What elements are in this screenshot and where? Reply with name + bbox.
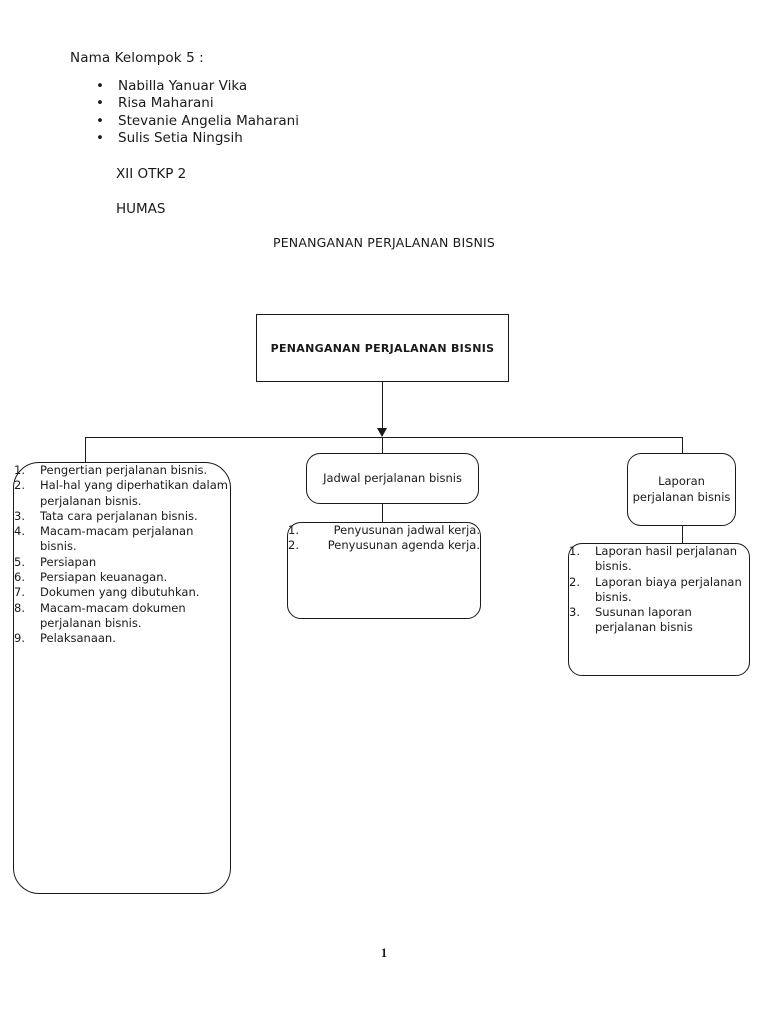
- list-item: • Stevanie Angelia Maharani: [90, 113, 510, 130]
- connector-middle-category-to-detail: [381, 503, 383, 523]
- connector-bus-horizontal: [85, 437, 683, 439]
- item-text: Penyusunan jadwal kerja.: [333, 523, 480, 537]
- right-branch-list: 1. Laporan hasil perjalanan bisnis. 2. L…: [569, 544, 749, 636]
- left-branch-detail-node: 1. Pengertian perjalanan bisnis. 2. Hal-…: [13, 462, 231, 894]
- connector-root-vertical: [381, 382, 383, 430]
- item-number: 1.: [569, 544, 580, 558]
- bullet-icon: •: [96, 112, 104, 129]
- list-item: 2. Hal-hal yang diperhatikan dalam perja…: [14, 478, 230, 509]
- item-text: Laporan biaya perjalanan bisnis.: [595, 574, 742, 604]
- subject-label: HUMAS: [116, 201, 166, 217]
- connector-right-category-to-detail: [681, 525, 683, 544]
- item-number: 7.: [14, 585, 25, 600]
- item-text: Susunan laporan perjalanan bisnis: [595, 605, 693, 635]
- member-name: Sulis Setia Ningsih: [118, 130, 243, 147]
- list-item: 4. Macam-macam perjalanan bisnis.: [14, 524, 230, 555]
- connector-middle-drop: [381, 437, 383, 454]
- item-text: Dokumen yang dibutuhkan.: [40, 585, 200, 600]
- list-item: 2. Penyusunan agenda kerja.: [288, 538, 480, 553]
- flowchart-root-node: PENANGANAN PERJALANAN BISNIS: [256, 314, 509, 382]
- list-item: 8. Macam-macam dokumen perjalanan bisnis…: [14, 601, 230, 632]
- list-item: • Nabilla Yanuar Vika: [90, 78, 510, 95]
- right-branch-category-label: Laporan perjalanan bisnis: [632, 474, 731, 504]
- item-number: 9.: [14, 631, 25, 646]
- item-number: 5.: [14, 554, 25, 569]
- item-text: Penyusunan agenda kerja.: [327, 538, 480, 553]
- item-number: 4.: [14, 524, 25, 539]
- middle-branch-category-label: Jadwal perjalanan bisnis: [323, 470, 462, 485]
- item-text: Tata cara perjalanan bisnis.: [40, 508, 198, 523]
- bullet-icon: •: [96, 78, 104, 94]
- list-item: 1. Penyusunan jadwal kerja.: [288, 523, 480, 538]
- list-item: 2. Laporan biaya perjalanan bisnis.: [569, 575, 749, 606]
- item-number: 2.: [14, 478, 25, 493]
- list-item: • Risa Maharani: [90, 95, 510, 112]
- page-number: 1: [380, 946, 388, 960]
- item-number: 8.: [14, 600, 25, 615]
- list-item: 1. Pengertian perjalanan bisnis.: [14, 463, 230, 478]
- item-number: 6.: [14, 570, 25, 585]
- list-item: 3. Susunan laporan perjalanan bisnis: [569, 605, 749, 636]
- item-text: Laporan hasil perjalanan bisnis.: [595, 544, 738, 574]
- left-branch-list: 1. Pengertian perjalanan bisnis. 2. Hal-…: [14, 463, 230, 647]
- item-number: 3.: [14, 508, 25, 523]
- item-text: Macam-macam dokumen perjalanan bisnis.: [40, 600, 186, 630]
- item-number: 3.: [569, 605, 580, 620]
- middle-branch-list: 1. Penyusunan jadwal kerja. 2. Penyusuna…: [288, 523, 480, 554]
- right-branch-category-node: Laporan perjalanan bisnis: [627, 453, 736, 526]
- middle-branch-detail-node: 1. Penyusunan jadwal kerja. 2. Penyusuna…: [287, 522, 481, 619]
- list-item: 9. Pelaksanaan.: [14, 631, 230, 646]
- item-text: Macam-macam perjalanan bisnis.: [40, 524, 194, 554]
- arrowhead-icon: [377, 428, 387, 437]
- list-item: 7. Dokumen yang dibutuhkan.: [14, 585, 230, 600]
- right-branch-detail-node: 1. Laporan hasil perjalanan bisnis. 2. L…: [568, 543, 750, 676]
- list-item: • Sulis Setia Ningsih: [90, 130, 510, 147]
- list-item: 6. Persiapan keuanagan.: [14, 570, 230, 585]
- item-number: 2.: [569, 574, 580, 589]
- member-list: • Nabilla Yanuar Vika • Risa Maharani • …: [90, 78, 510, 148]
- member-name: Nabilla Yanuar Vika: [118, 78, 248, 94]
- item-text: Hal-hal yang diperhatikan dalam perjalan…: [40, 478, 228, 508]
- list-item: 3. Tata cara perjalanan bisnis.: [14, 509, 230, 524]
- member-name: Stevanie Angelia Maharani: [118, 112, 299, 129]
- bullet-icon: •: [96, 130, 104, 147]
- item-number: 2.: [288, 538, 299, 553]
- connector-right-drop: [681, 437, 683, 454]
- connector-left-drop: [85, 437, 87, 464]
- item-text: Persiapan: [40, 554, 97, 569]
- item-text: Pengertian perjalanan bisnis.: [40, 463, 208, 477]
- item-number: 1.: [288, 523, 299, 537]
- middle-branch-category-node: Jadwal perjalanan bisnis: [306, 453, 479, 504]
- list-item: 5. Persiapan: [14, 555, 230, 570]
- bullet-icon: •: [96, 95, 104, 112]
- root-node-label: PENANGANAN PERJALANAN BISNIS: [270, 341, 495, 355]
- list-item: 1. Laporan hasil perjalanan bisnis.: [569, 544, 749, 575]
- member-name: Risa Maharani: [118, 95, 214, 112]
- item-text: Persiapan keuanagan.: [40, 570, 168, 585]
- item-number: 1.: [14, 463, 25, 477]
- class-label: XII OTKP 2: [116, 166, 187, 182]
- group-name-label: Nama Kelompok 5 :: [70, 50, 204, 66]
- page-title: PENANGANAN PERJALANAN BISNIS: [272, 235, 496, 250]
- item-text: Pelaksanaan.: [40, 631, 116, 646]
